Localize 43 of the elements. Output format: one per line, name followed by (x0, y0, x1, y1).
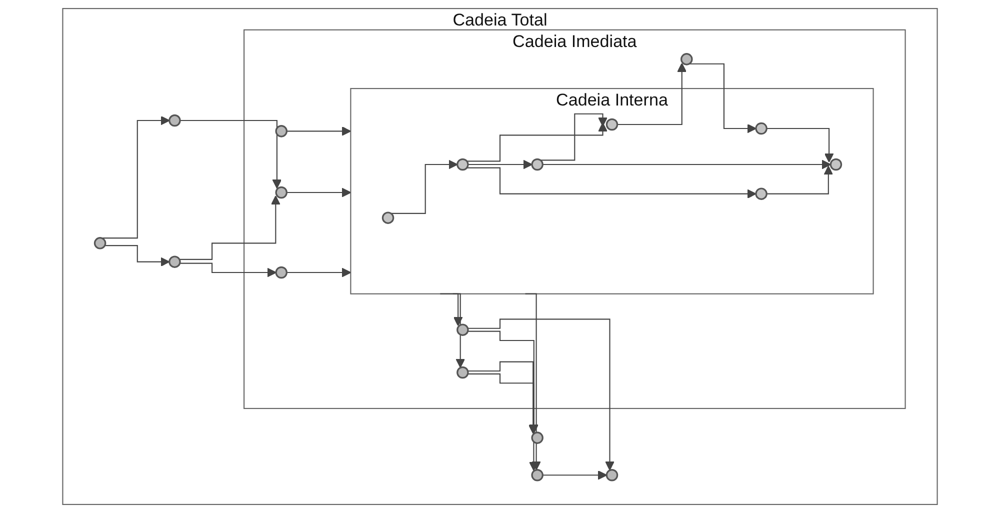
node-circle (830, 158, 842, 171)
node-circle (755, 122, 768, 135)
node-ellipse (531, 469, 544, 482)
arrow (466, 122, 608, 162)
arrow (766, 166, 834, 194)
arrow (286, 126, 352, 136)
arrow (104, 245, 170, 267)
node-ellipse (531, 432, 544, 444)
node-ellipse (680, 53, 693, 66)
node-ellipse (275, 186, 288, 199)
node-ellipse (94, 237, 106, 250)
node-circle (456, 158, 469, 171)
arrow (286, 188, 352, 198)
node-ellipse (456, 366, 469, 379)
node-ellipse (168, 256, 181, 268)
arrow (180, 262, 276, 278)
node-ellipse (168, 114, 181, 127)
arrow (466, 167, 756, 199)
node-circle (382, 212, 394, 224)
arrow (179, 196, 280, 260)
arrow (525, 293, 541, 470)
arrow (689, 63, 756, 134)
arrow (440, 293, 463, 326)
arrow (617, 62, 687, 126)
arrow (766, 128, 834, 163)
node-ellipse (275, 266, 288, 279)
cluster: Cadeia Interna (350, 88, 874, 294)
arrow (180, 120, 282, 189)
node-circle (606, 118, 618, 131)
arrow (468, 160, 532, 170)
arrow (468, 318, 614, 470)
arrow (542, 160, 832, 170)
arrow (286, 268, 352, 278)
node-circle (531, 158, 544, 171)
arrow (540, 113, 608, 161)
arrow (468, 330, 539, 434)
arrow (102, 116, 170, 239)
node-ellipse (456, 324, 469, 336)
node-ellipse (606, 469, 618, 482)
node-circle (755, 188, 768, 200)
node-ellipse (275, 125, 288, 138)
arrow (391, 160, 458, 214)
arrow (542, 470, 608, 480)
